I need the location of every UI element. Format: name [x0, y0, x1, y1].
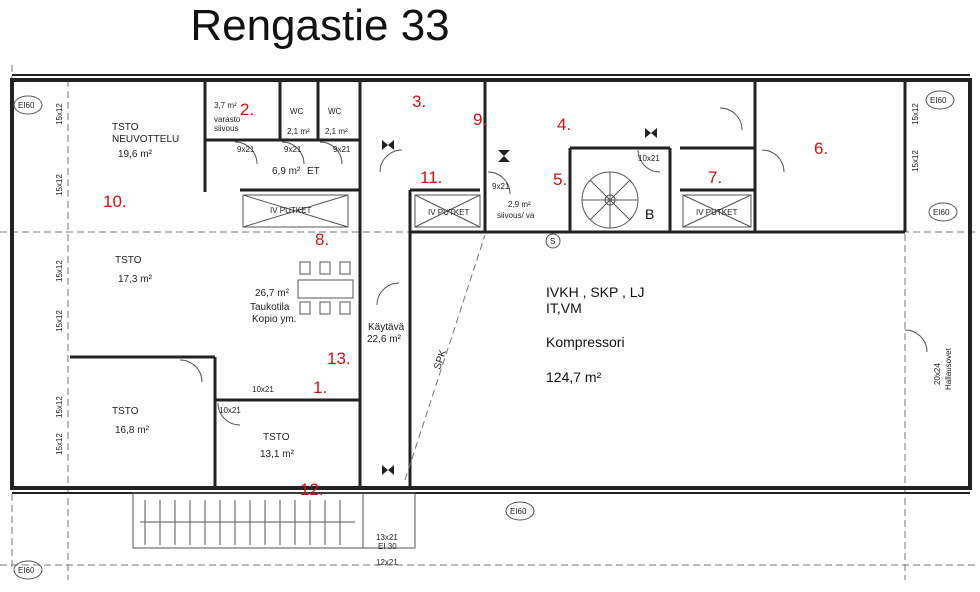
ei60-label-2: EI60	[930, 96, 947, 105]
door-swings	[179, 107, 928, 426]
ei60-label-1: EI60	[18, 101, 35, 110]
ei60-labels: EI60 EI60 EI60 EI60 EI60	[18, 96, 950, 575]
hallausovet-label: Hallausovet	[944, 347, 953, 390]
iv-putket-1: IV PUTKET	[270, 206, 311, 215]
spk-label: SPK	[432, 348, 449, 371]
door-label-20x24: 20x24	[933, 363, 942, 385]
spiral-stair	[581, 171, 639, 229]
interior-walls	[70, 80, 907, 488]
compressor-line1: IVKH , SKP , LJ	[546, 284, 645, 300]
door-label-ei30: EI 30	[378, 542, 397, 551]
ei60-tags	[13, 90, 958, 580]
room-number-6: 6.	[814, 139, 828, 158]
window-label-15x12-g: 15x12	[911, 103, 920, 125]
wc2-name: WC	[328, 107, 342, 116]
room-number-5: 5.	[553, 170, 567, 189]
door-label-9x21-a: 9x21	[237, 145, 255, 154]
varasto-area: 3,7 m²	[214, 101, 237, 110]
door-labels: 9x21 9x21 9x21 9x21 10x21 10x21 10x21 13…	[55, 103, 953, 567]
room-numbers: 1. 2. 3. 4. 5. 6. 7. 8. 9. 10. 11. 12. 1…	[103, 92, 828, 499]
et-name: ET	[307, 166, 320, 177]
ei60-label-5: EI60	[18, 566, 35, 575]
et-area: 6,9 m²	[272, 166, 301, 177]
room-labels: TSTO NEUVOTTELU 19,6 m² 3,7 m² varasto s…	[112, 101, 737, 460]
room-number-7: 7.	[708, 168, 722, 187]
wc1-area: 2,1 m²	[287, 127, 310, 136]
s-marker-circle	[545, 233, 561, 249]
room-number-12: 12.	[300, 480, 324, 499]
window-label-15x12-c: 15x12	[55, 260, 64, 282]
room-number-2: 2.	[240, 100, 254, 119]
window-label-15x12-e: 15x12	[55, 396, 64, 418]
tsto-131-area: 13,1 m²	[260, 449, 295, 460]
fire-door-symbols	[382, 128, 657, 475]
door-label-9x21-c: 9x21	[333, 145, 351, 154]
compressor-line3: Kompressori	[546, 334, 625, 350]
kaytava-area: 22,6 m²	[367, 334, 402, 345]
wc2-area: 2,1 m²	[325, 127, 348, 136]
iv-putket-3: IV PUTKET	[696, 208, 737, 217]
tsto-173-name: TSTO	[115, 255, 142, 266]
room-number-13: 13.	[327, 349, 351, 368]
door-label-13x21: 13x21	[376, 533, 398, 542]
door-label-10x21-b: 10x21	[252, 385, 274, 394]
varasto-name2: siivous	[214, 124, 238, 133]
break-room-furniture	[297, 261, 354, 315]
door-label-10x21-c: 10x21	[219, 406, 241, 415]
room-number-3: 3.	[412, 92, 426, 111]
compressor-area: 124,7 m²	[546, 369, 602, 385]
window-label-15x12-a: 15x12	[55, 103, 64, 125]
neuvottelu-name2: NEUVOTTELU	[112, 134, 179, 145]
room-number-11: 11.	[420, 168, 442, 187]
neuvottelu-name1: TSTO	[112, 122, 139, 133]
varasto-name1: varasto	[214, 115, 241, 124]
window-label-15x12-h: 15x12	[911, 150, 920, 172]
tsto-168-area: 16,8 m²	[115, 425, 150, 436]
room-number-4: 4.	[557, 115, 571, 134]
tsto-173-area: 17,3 m²	[118, 274, 153, 285]
plan-title: Rengastie 33	[190, 1, 450, 50]
door-label-10x21-a: 10x21	[638, 154, 660, 163]
kaytava-name: Käytävä	[368, 322, 405, 333]
door-label-9x21-b: 9x21	[284, 145, 302, 154]
stair-letter: B	[645, 206, 654, 222]
taukotila-area: 26,7 m²	[255, 288, 290, 299]
siivous-area: 2,9 m²	[508, 200, 531, 209]
ei60-label-3: EI60	[933, 208, 950, 217]
ei60-label-4: EI60	[510, 507, 527, 516]
neuvottelu-area: 19,6 m²	[118, 149, 153, 160]
room-number-8: 8.	[315, 230, 329, 249]
window-label-15x12-b: 15x12	[55, 174, 64, 196]
spk-line	[404, 234, 486, 481]
room-number-9: 9.	[473, 110, 487, 129]
external-stair	[132, 492, 416, 549]
iv-putket-shafts	[242, 194, 752, 228]
door-label-9x21-d: 9x21	[492, 182, 510, 191]
taukotila-name1: Taukotila	[250, 302, 290, 313]
tsto-168-name: TSTO	[112, 406, 139, 417]
compressor-line2: IT,VM	[546, 300, 582, 316]
taukotila-name2: Kopio ym.	[252, 314, 296, 325]
wc1-name: WC	[290, 107, 304, 116]
room-number-1: 1.	[313, 378, 327, 397]
s-marker-text: S	[550, 237, 555, 246]
iv-putket-2: IV PUTKET	[428, 208, 469, 217]
tsto-131-name: TSTO	[263, 432, 290, 443]
room-number-10: 10.	[103, 192, 127, 211]
door-label-12x21: 12x21	[376, 558, 398, 567]
window-label-15x12-f: 15x12	[55, 433, 64, 455]
window-label-15x12-d: 15x12	[55, 310, 64, 332]
siivous-name: siivous/ va	[497, 211, 535, 220]
